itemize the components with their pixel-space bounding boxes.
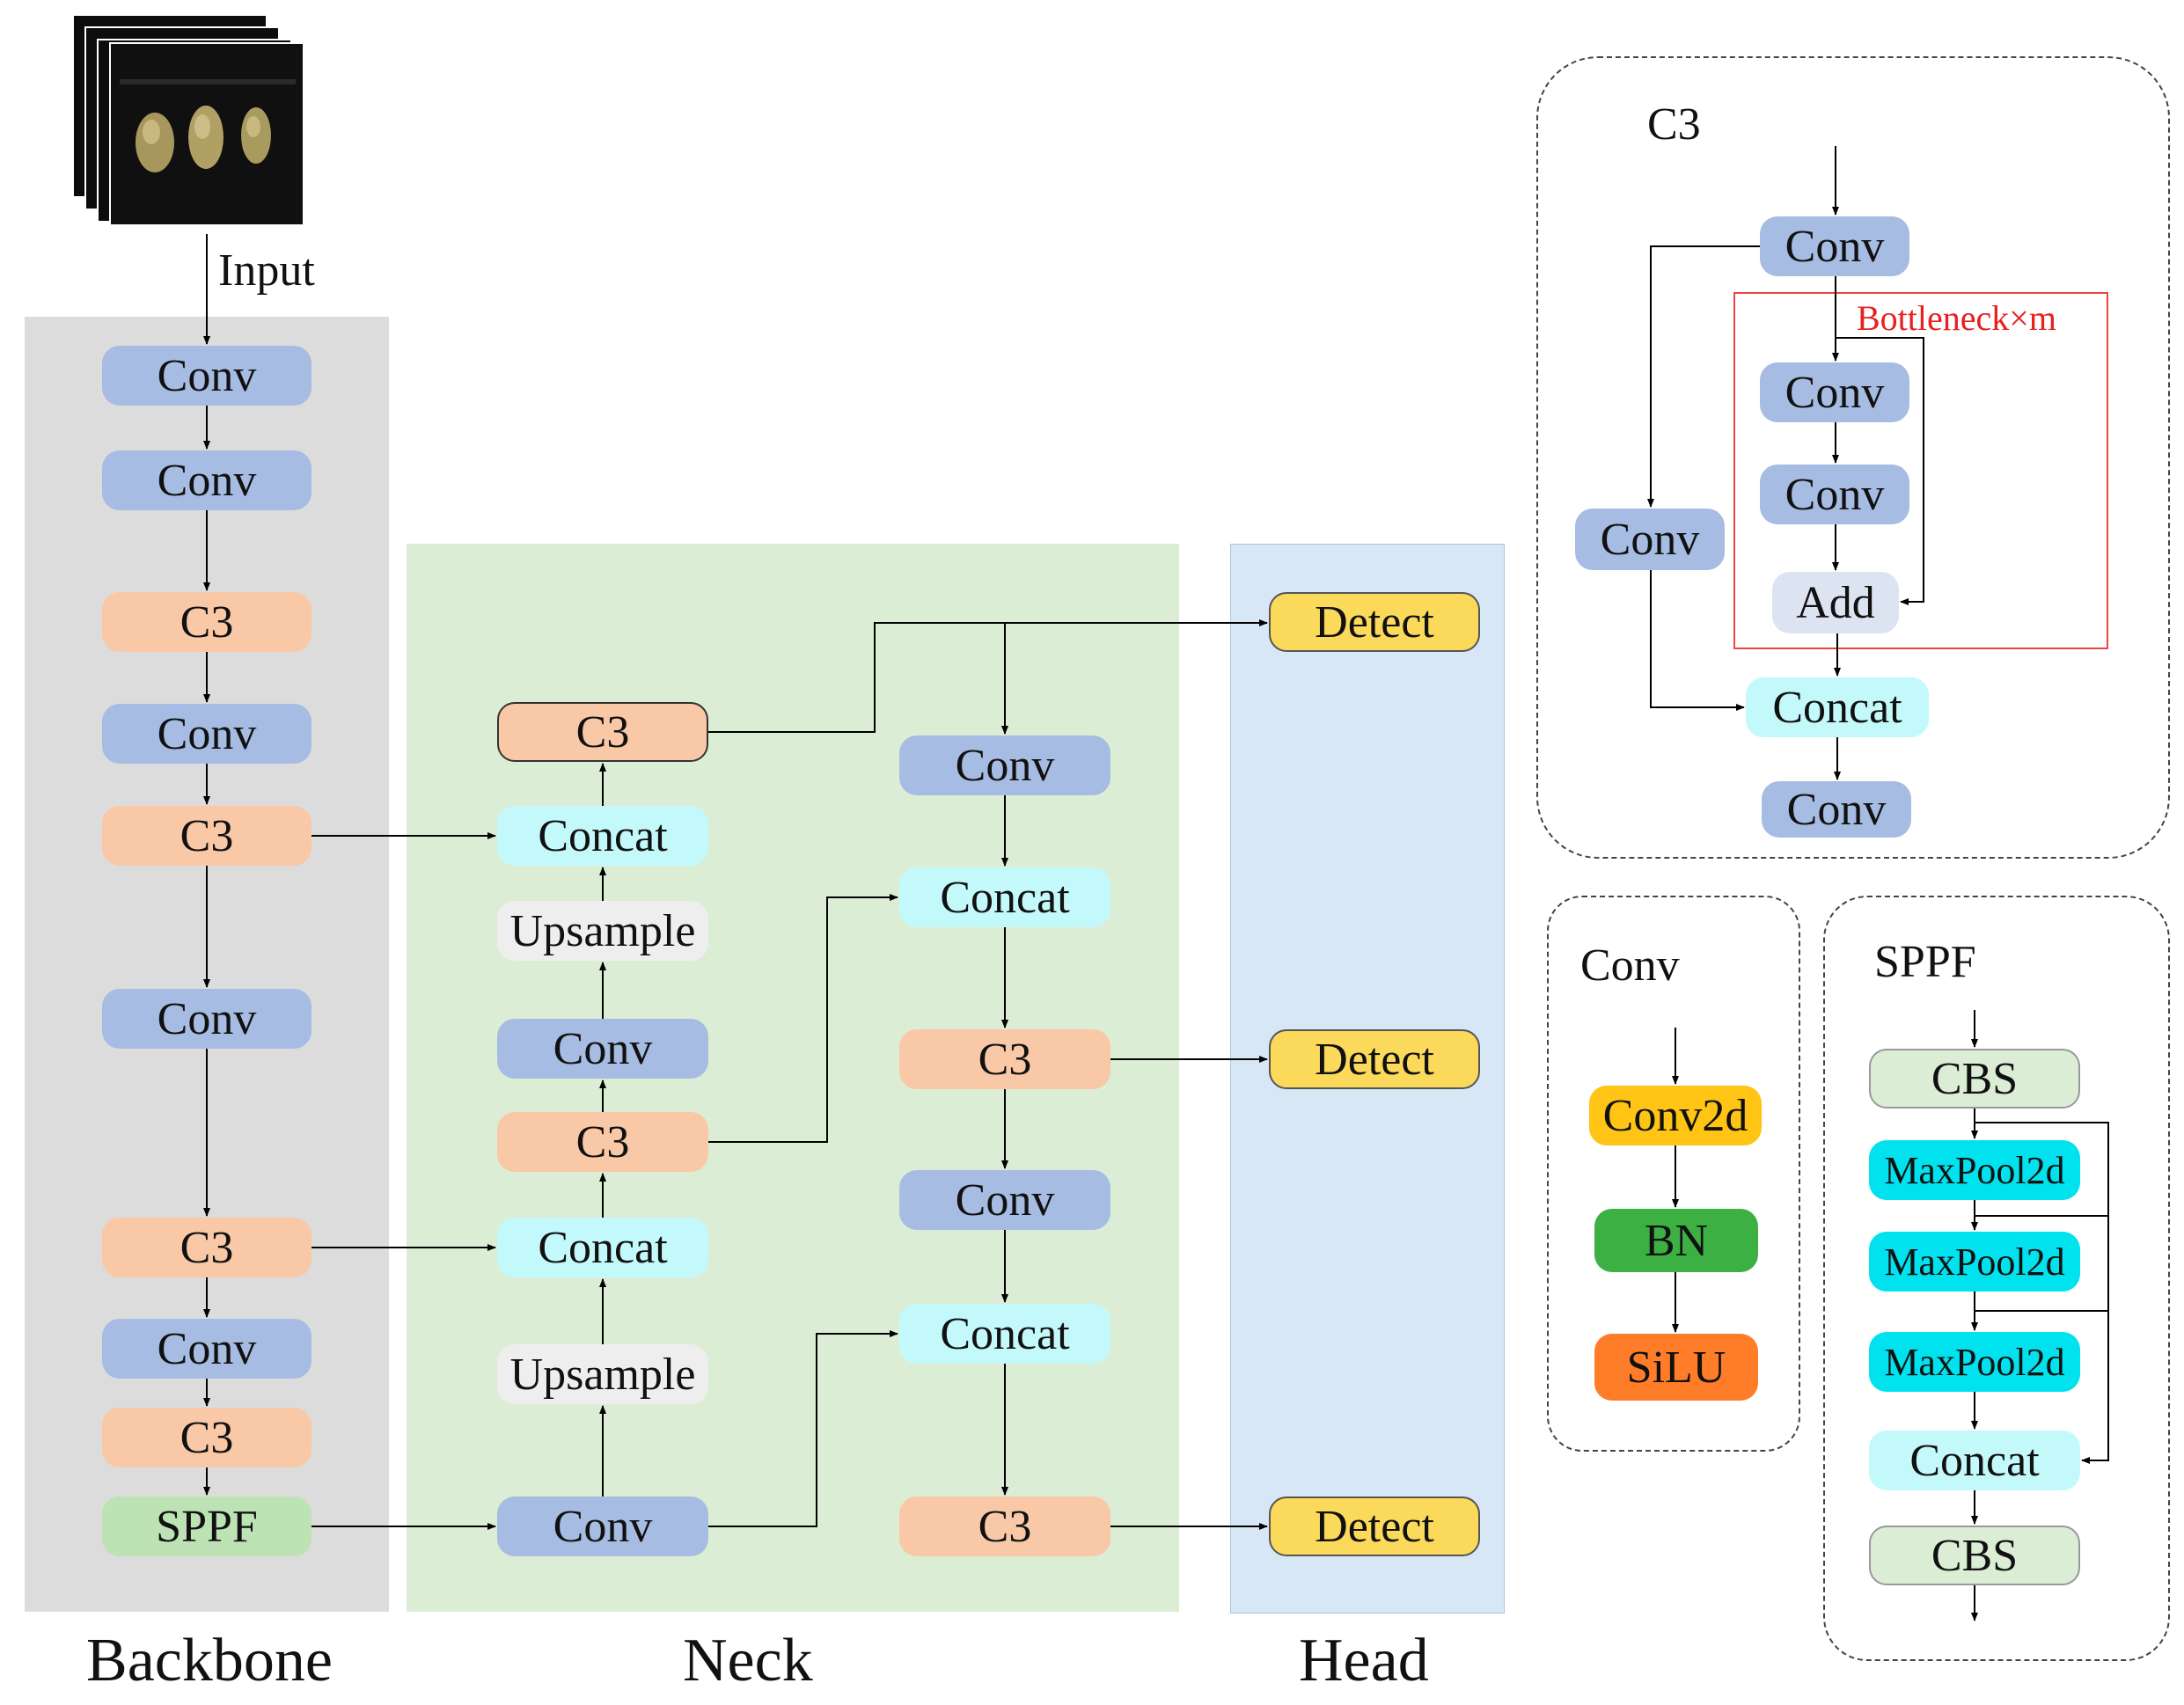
neck-concat-2: Concat <box>497 1218 708 1277</box>
neck-c3-mid: C3 <box>497 1112 708 1172</box>
c3-conv-side: Conv <box>1575 509 1725 570</box>
backbone-sppf: SPPF <box>102 1496 311 1556</box>
neck-c3-4: C3 <box>899 1029 1110 1089</box>
backbone-conv-4: Conv <box>102 989 311 1049</box>
sppf-module-title: SPPF <box>1874 937 1976 987</box>
neck-conv-4: Conv <box>899 1170 1110 1230</box>
input-label: Input <box>218 245 315 296</box>
conv-module-title: Conv <box>1580 940 1680 991</box>
conv-conv2d: Conv2d <box>1589 1086 1762 1145</box>
neck-concat-3: Concat <box>899 867 1110 927</box>
head-detect-1: Detect <box>1269 592 1480 652</box>
input-image-frame <box>109 42 304 226</box>
c3-module-title: C3 <box>1647 99 1701 150</box>
sppf-maxpool-2: MaxPool2d <box>1869 1232 2080 1292</box>
sppf-cbs-in: CBS <box>1869 1049 2080 1109</box>
backbone-c3-2: C3 <box>102 806 311 866</box>
neck-upsample-2: Upsample <box>497 1344 708 1404</box>
neck-conv-1: Conv <box>497 1019 708 1079</box>
potato-photo <box>111 44 303 224</box>
c3-conv-b1: Conv <box>1760 362 1909 422</box>
backbone-conv-3: Conv <box>102 704 311 764</box>
c3-conv-out: Conv <box>1762 781 1911 838</box>
neck-conv-2: Conv <box>497 1496 708 1556</box>
neck-c3-top: C3 <box>497 702 708 762</box>
head-detect-2: Detect <box>1269 1029 1480 1089</box>
conv-silu: SiLU <box>1594 1334 1758 1401</box>
neck-title: Neck <box>683 1627 813 1694</box>
backbone-c3-4: C3 <box>102 1408 311 1467</box>
bottleneck-label: Bottleneck×m <box>1857 298 2056 338</box>
sppf-concat: Concat <box>1869 1431 2080 1490</box>
neck-concat-4: Concat <box>899 1304 1110 1364</box>
bottleneck-frame <box>1733 292 2108 649</box>
backbone-conv-1: Conv <box>102 346 311 406</box>
input-image <box>72 14 304 234</box>
sppf-cbs-out: CBS <box>1869 1526 2080 1585</box>
c3-conv-top: Conv <box>1760 216 1909 276</box>
backbone-conv-2: Conv <box>102 450 311 510</box>
sppf-maxpool-1: MaxPool2d <box>1869 1140 2080 1200</box>
sppf-maxpool-3: MaxPool2d <box>1869 1332 2080 1392</box>
c3-add: Add <box>1772 572 1899 633</box>
backbone-c3-1: C3 <box>102 592 311 652</box>
c3-module-frame <box>1536 56 2170 859</box>
conv-module-frame <box>1547 896 1800 1452</box>
head-title: Head <box>1299 1627 1429 1694</box>
sppf-module-frame <box>1823 896 2170 1661</box>
c3-conv-b2: Conv <box>1760 465 1909 524</box>
neck-upsample-1: Upsample <box>497 901 708 961</box>
head-detect-3: Detect <box>1269 1496 1480 1556</box>
backbone-conv-5: Conv <box>102 1319 311 1379</box>
backbone-c3-3: C3 <box>102 1218 311 1277</box>
neck-c3-5: C3 <box>899 1496 1110 1556</box>
conv-bn: BN <box>1594 1209 1758 1272</box>
c3-concat: Concat <box>1746 677 1929 737</box>
backbone-title: Backbone <box>86 1627 333 1694</box>
neck-concat-1: Concat <box>497 806 708 866</box>
neck-conv-3: Conv <box>899 735 1110 795</box>
